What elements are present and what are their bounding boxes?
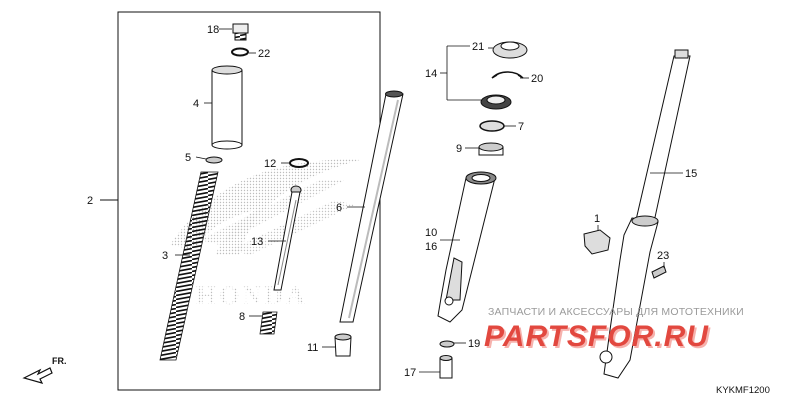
dust-seal-21[interactable] — [492, 41, 528, 59]
oring-22[interactable] — [231, 47, 249, 57]
damper-rod-13[interactable] — [273, 185, 302, 291]
callout-18: 18 — [207, 24, 219, 36]
callout-4: 4 — [193, 98, 199, 110]
callout-23: 23 — [657, 250, 669, 262]
front-direction-arrow: FR. — [22, 356, 67, 384]
callout-2: 2 — [87, 195, 93, 207]
callout-11: 11 — [307, 342, 318, 354]
front-label: FR. — [52, 356, 67, 366]
callout-22: 22 — [258, 48, 270, 60]
oil-seal-14[interactable] — [480, 94, 512, 110]
diagram-code: KYKMF1200 — [716, 385, 770, 396]
spacer-tube-4[interactable] — [211, 65, 243, 150]
bolt-23[interactable] — [651, 265, 667, 279]
collar-11[interactable] — [334, 333, 352, 357]
callout-7: 7 — [518, 121, 524, 133]
callout-8: 8 — [239, 311, 245, 323]
watermark-brand: PARTSFOR.RU — [484, 320, 709, 353]
callout-14: 14 — [425, 68, 437, 80]
callout-17: 17 — [404, 367, 416, 379]
callout-3: 3 — [162, 250, 168, 262]
watermark-tagline: ЗАПЧАСТИ И АКСЕССУАРЫ ДЛЯ МОТОТЕХНИКИ — [488, 306, 744, 318]
callout-10: 10 — [425, 227, 437, 239]
callout-6: 6 — [336, 202, 342, 214]
assembly-frame — [117, 11, 381, 391]
callout-5: 5 — [185, 152, 191, 164]
washer-19[interactable] — [439, 340, 455, 348]
store-watermark: ЗАПЧАСТИ И АКСЕССУАРЫ ДЛЯ МОТОТЕХНИКИ PA… — [484, 306, 744, 355]
fork-slider-10[interactable] — [437, 171, 497, 323]
socket-bolt-17[interactable] — [439, 355, 453, 379]
callout-15: 15 — [685, 168, 697, 180]
callout-labels: 18 22 4 5 2 3 12 13 8 6 11 21 14 20 7 9 … — [87, 24, 697, 379]
front-fork-15[interactable] — [599, 49, 691, 379]
fork-spring-3[interactable] — [159, 171, 219, 361]
callout-21: 21 — [472, 41, 484, 53]
honda-logo-word: HONDA — [196, 281, 308, 310]
callout-9: 9 — [456, 143, 462, 155]
backup-ring-7[interactable] — [479, 120, 505, 132]
rebound-spring-8[interactable] — [259, 311, 278, 335]
clip-20[interactable] — [491, 71, 524, 79]
callout-20: 20 — [531, 73, 543, 85]
bracket-1[interactable] — [583, 229, 611, 255]
fork-pipe-6[interactable] — [339, 90, 404, 323]
callout-16: 16 — [425, 241, 437, 253]
callout-12: 12 — [264, 158, 276, 170]
honda-logo-watermark: HONDA — [170, 159, 360, 310]
callout-1: 1 — [594, 213, 600, 225]
bushing-9[interactable] — [478, 142, 504, 156]
leader-lines — [175, 28, 683, 373]
callout-13: 13 — [251, 236, 263, 248]
callout-19: 19 — [468, 338, 480, 350]
watermark-brand-shadow: PARTSFOR.RU — [486, 322, 711, 355]
bolt-18[interactable] — [232, 23, 249, 41]
washer-5[interactable] — [205, 156, 223, 164]
